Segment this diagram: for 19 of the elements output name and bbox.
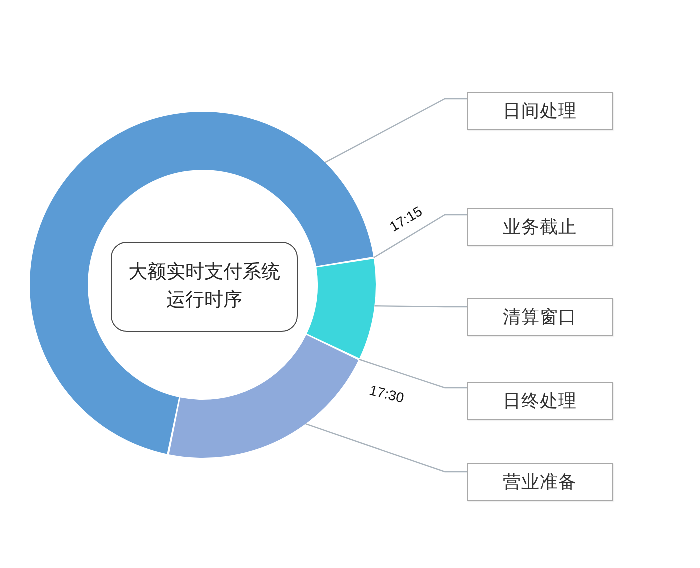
phase-label: 营业准备: [503, 471, 577, 494]
phase-card: [467, 382, 613, 420]
center-title: 大额实时支付系统运行时序: [127, 260, 282, 313]
phase-label: 日终处理: [503, 390, 577, 413]
phase-card: [467, 92, 613, 130]
donut-segment: [169, 335, 359, 458]
phase-card: [467, 298, 613, 336]
leader-line: [358, 358, 467, 389]
phase-label: 业务截止: [503, 216, 577, 239]
donut-segment: [307, 258, 376, 359]
leader-line: [325, 98, 467, 164]
leader-line: [374, 214, 467, 258]
phase-card: [467, 208, 613, 246]
leader-line: [374, 306, 467, 308]
center-panel: [111, 242, 298, 332]
phase-card: [467, 463, 613, 501]
phase-label: 日间处理: [503, 100, 577, 123]
leader-line: [306, 424, 467, 473]
phase-label: 清算窗口: [503, 306, 577, 329]
